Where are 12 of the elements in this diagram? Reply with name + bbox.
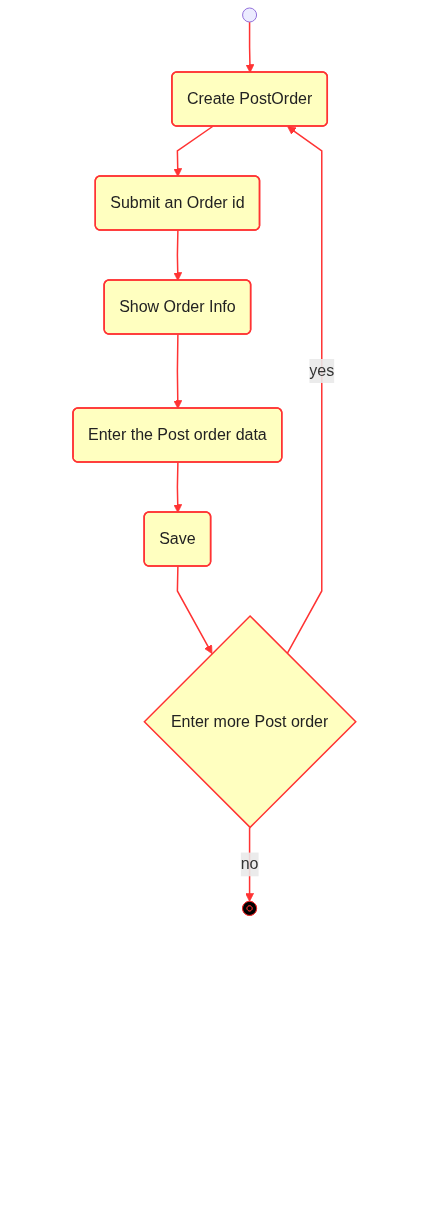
arrow: [172, 125, 213, 177]
arrow: [176, 565, 212, 654]
edge-label: yes: [308, 361, 334, 379]
edge-label: no: [240, 855, 259, 873]
arrow: [172, 461, 182, 513]
arrow: [286, 126, 323, 655]
arrow: [173, 333, 182, 409]
node-diamond: Enter more Post order: [142, 614, 357, 829]
arrow: [244, 826, 254, 902]
arrow: [245, 21, 254, 73]
node-circle: [241, 7, 257, 23]
arrow: [172, 229, 182, 281]
